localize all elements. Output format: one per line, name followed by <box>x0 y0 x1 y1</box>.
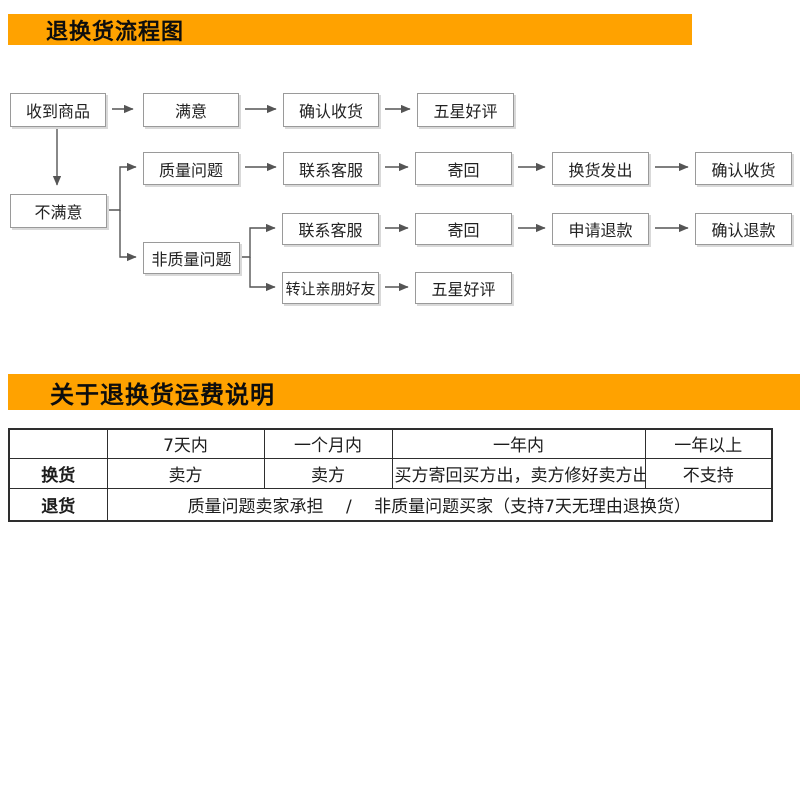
flow-section-banner: 退换货流程图 <box>8 14 692 45</box>
exchange-over-one-year-cell: 不支持 <box>644 457 773 489</box>
return-policy-cell: 质量问题卖家承担 / 非质量问题买家（支持7天无理由退换货） <box>106 487 773 522</box>
header-7days: 7天内 <box>106 428 265 459</box>
header-empty-cell <box>8 428 108 459</box>
flow-box-five-star-2: 五星好评 <box>415 272 512 304</box>
exchange-one-month-cell: 卖方 <box>263 457 393 489</box>
exchange-row-label: 换货 <box>8 457 108 489</box>
flow-section-title: 退换货流程图 <box>46 19 185 45</box>
fee-section-title: 关于退换货运费说明 <box>50 380 275 409</box>
flow-box-confirm-receipt-2: 确认收货 <box>695 152 792 185</box>
flow-box-exchange-shipped: 换货发出 <box>552 152 649 185</box>
fee-table-return-row: 退货 质量问题卖家承担 / 非质量问题买家（支持7天无理由退换货） <box>8 487 773 522</box>
header-one-month: 一个月内 <box>263 428 393 459</box>
exchange-7days-cell: 卖方 <box>106 457 265 489</box>
fee-section-banner: 关于退换货运费说明 <box>8 374 800 410</box>
exchange-one-year-cell: 买方寄回买方出，卖方修好卖方出 <box>391 457 646 489</box>
flow-box-five-star-1: 五星好评 <box>417 93 514 127</box>
header-one-year: 一年内 <box>391 428 646 459</box>
flow-connectors <box>52 104 689 292</box>
return-row-label: 退货 <box>8 487 108 522</box>
flow-box-contact-service-1: 联系客服 <box>283 152 379 185</box>
flow-box-confirm-receipt-1: 确认收货 <box>283 93 379 127</box>
flow-box-apply-refund: 申请退款 <box>552 213 649 245</box>
flow-box-received: 收到商品 <box>10 93 106 127</box>
header-over-one-year: 一年以上 <box>644 428 773 459</box>
fee-table-exchange-row: 换货 卖方 卖方 买方寄回买方出，卖方修好卖方出 不支持 <box>8 457 773 489</box>
flow-box-send-back-1: 寄回 <box>415 152 512 185</box>
fee-table: 7天内 一个月内 一年内 一年以上 换货 卖方 卖方 买方寄回买方出，卖方修好卖… <box>8 428 773 522</box>
flow-box-non-quality-issue: 非质量问题 <box>143 242 240 274</box>
fee-table-header-row: 7天内 一个月内 一年内 一年以上 <box>8 428 773 459</box>
flow-box-send-back-2: 寄回 <box>415 213 512 245</box>
flow-box-contact-service-2: 联系客服 <box>282 213 379 245</box>
flow-box-unsatisfied: 不满意 <box>10 194 107 228</box>
flow-box-satisfied: 满意 <box>143 93 239 127</box>
flow-box-confirm-refund: 确认退款 <box>695 213 792 245</box>
flow-box-transfer-friends: 转让亲朋好友 <box>282 272 379 304</box>
flow-box-quality-issue: 质量问题 <box>143 152 239 185</box>
